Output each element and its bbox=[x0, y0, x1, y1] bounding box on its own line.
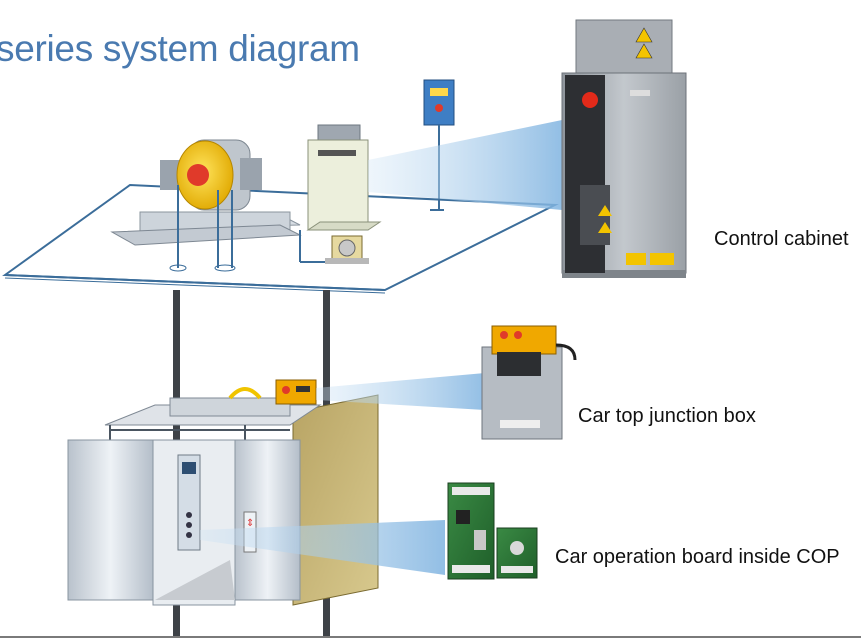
car-top-box-small bbox=[275, 379, 317, 405]
car-body: ⇕ bbox=[67, 439, 301, 606]
shaft-wall bbox=[292, 394, 379, 606]
label-car-operation-board: Car operation board inside COP bbox=[555, 546, 840, 568]
beam-to-cabinet bbox=[368, 120, 562, 210]
junction-box-icon bbox=[481, 325, 577, 440]
beam-to-cop bbox=[200, 520, 445, 575]
controller-small-icon bbox=[299, 124, 382, 263]
inspection-box-icon bbox=[423, 79, 455, 211]
svg-text:⇕: ⇕ bbox=[246, 518, 254, 529]
bottom-divider bbox=[0, 636, 861, 638]
diagram-title: series system diagram bbox=[0, 28, 360, 69]
beam-to-junction bbox=[316, 373, 485, 410]
operation-board-icon bbox=[447, 482, 538, 580]
label-car-top-junction-box: Car top junction box bbox=[578, 405, 756, 427]
traction-machine-icon bbox=[110, 139, 302, 272]
governor-icon bbox=[325, 235, 369, 264]
label-control-cabinet: Control cabinet bbox=[714, 228, 849, 250]
car-top bbox=[104, 387, 322, 440]
control-cabinet-icon bbox=[561, 19, 687, 278]
